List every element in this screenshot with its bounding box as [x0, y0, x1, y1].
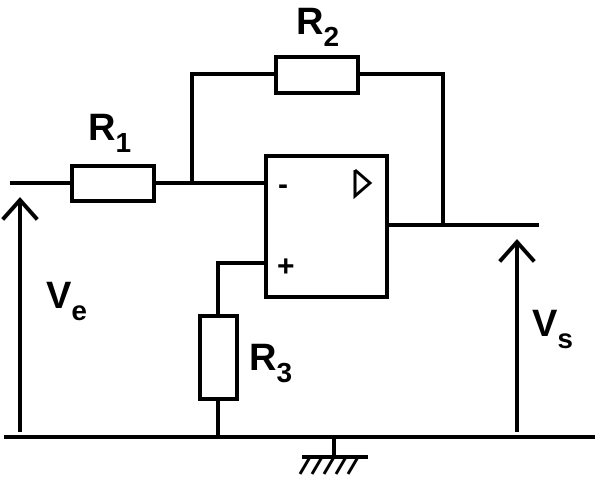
- buffer-triangle-icon: [353, 168, 373, 200]
- resistor-r3: [198, 314, 239, 401]
- label-r1: R1: [88, 107, 131, 158]
- label-r2: R2: [296, 1, 339, 52]
- resistor-r2: [274, 55, 360, 95]
- label-ve: Ve: [46, 275, 87, 326]
- ve-arrow-icon: [1, 196, 39, 432]
- noninverting-line: [216, 261, 268, 439]
- label-vs: Vs: [532, 303, 573, 354]
- label-r3: R3: [249, 337, 292, 388]
- ground-icon: [298, 435, 368, 475]
- noninverting-sign: +: [277, 250, 295, 283]
- feedback-loop: [190, 72, 445, 227]
- resistor-r1: [70, 164, 156, 203]
- inverting-sign: -: [278, 168, 288, 201]
- vs-arrow-icon: [498, 238, 536, 432]
